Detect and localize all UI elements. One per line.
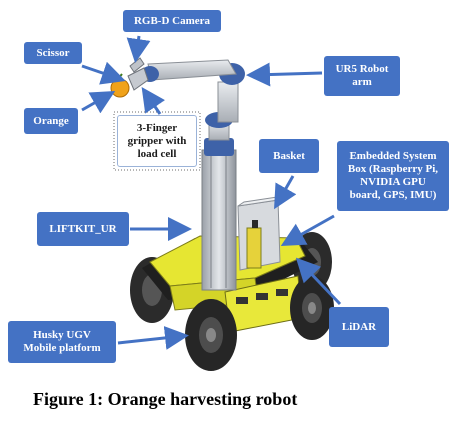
ur5-arm-shape bbox=[141, 59, 245, 156]
wheel-front-right bbox=[290, 276, 334, 340]
label-gripper: 3-Finger gripper with load cell bbox=[117, 115, 197, 167]
arrow-rgbd-camera bbox=[126, 35, 151, 63]
label-basket: Basket bbox=[259, 139, 319, 173]
liftkit-column bbox=[201, 149, 237, 291]
arrow-embedded bbox=[280, 214, 335, 246]
robot-illustration bbox=[110, 57, 334, 371]
label-liftkit: LIFTKIT_UR bbox=[37, 212, 129, 246]
arrow-gripper bbox=[141, 87, 166, 115]
label-orange: Orange bbox=[24, 108, 78, 134]
label-ur5-arm: UR5 Robot arm bbox=[324, 56, 400, 96]
arrow-scissor bbox=[81, 61, 126, 85]
label-embedded-system: Embedded System Box (Raspberry Pi, NVIDI… bbox=[337, 141, 449, 211]
arrow-husky bbox=[117, 325, 189, 350]
arrow-orange bbox=[81, 91, 116, 114]
wheel-front-left bbox=[185, 299, 237, 371]
arrow-lidar bbox=[295, 257, 342, 306]
arrow-ur5 bbox=[246, 62, 323, 87]
figure-caption: Figure 1: Orange harvesting robot bbox=[33, 389, 298, 409]
callout-arrows bbox=[81, 35, 342, 350]
basket-shape bbox=[237, 195, 285, 271]
arrow-basket bbox=[274, 175, 297, 210]
label-rgbd-camera: RGB-D Camera bbox=[123, 10, 221, 32]
label-husky: Husky UGV Mobile platform bbox=[8, 321, 116, 363]
gripper-shape bbox=[127, 57, 149, 91]
label-lidar: LiDAR bbox=[329, 307, 389, 347]
label-scissor: Scissor bbox=[24, 42, 82, 64]
